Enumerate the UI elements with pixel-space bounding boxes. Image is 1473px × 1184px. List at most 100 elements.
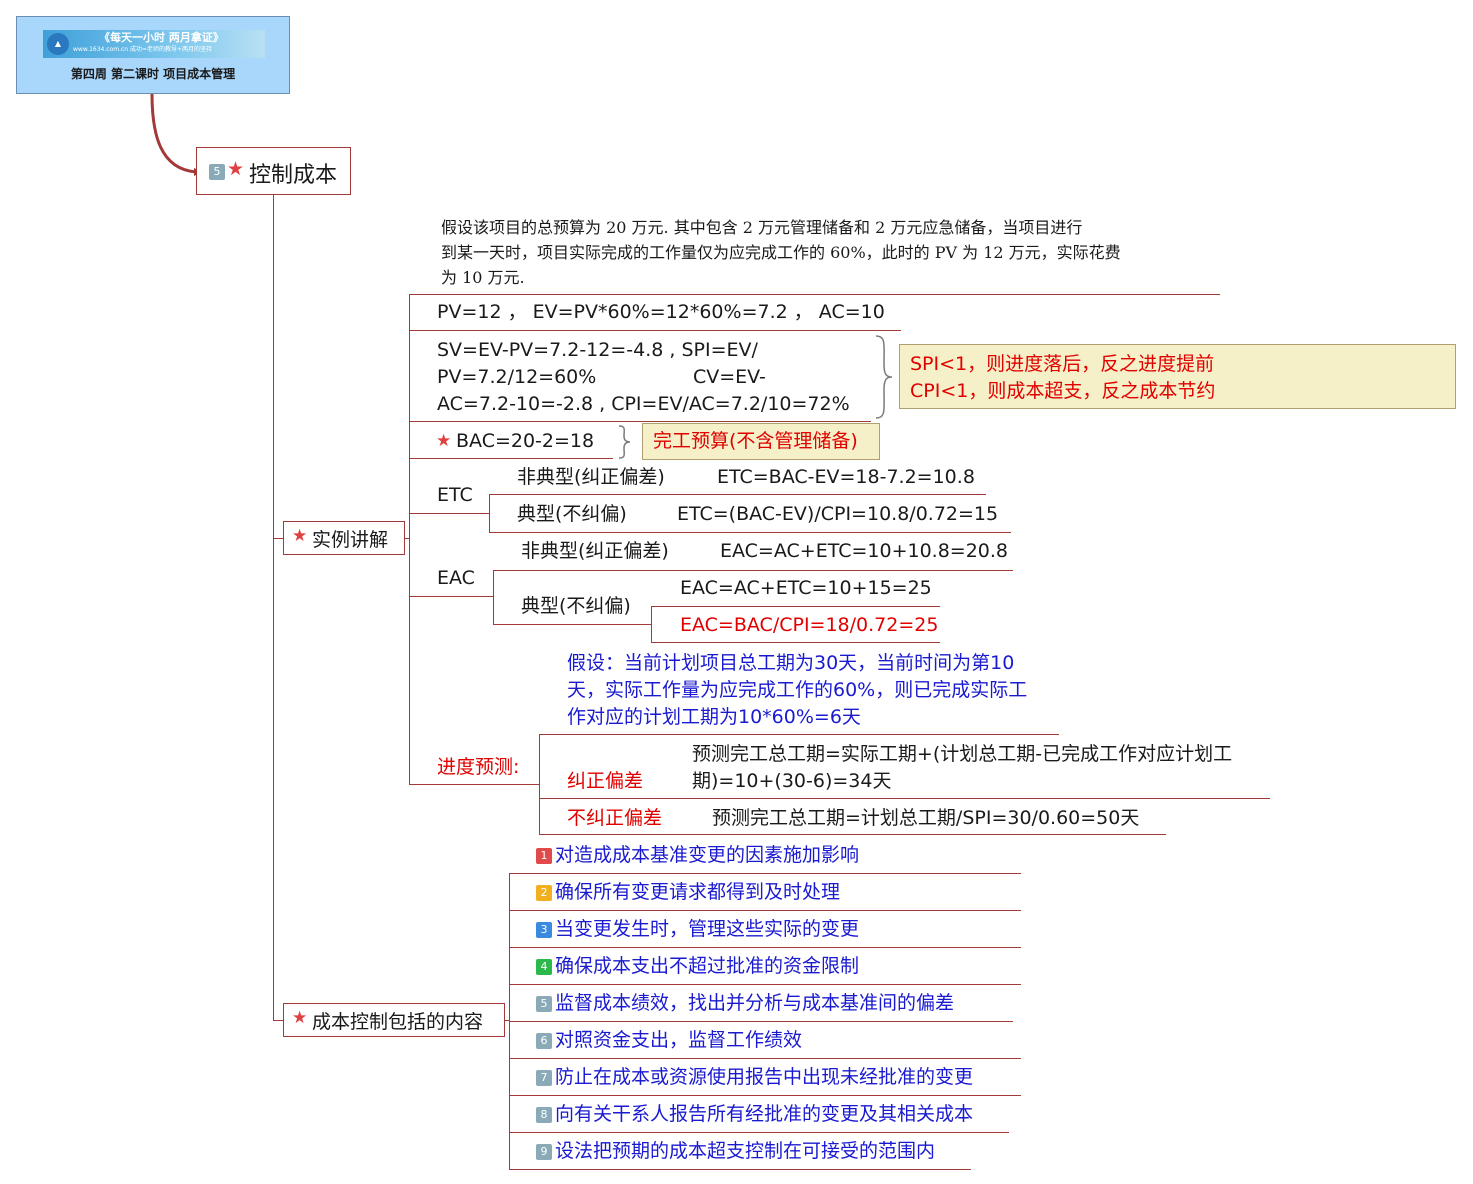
priority-6-icon: 6: [536, 1033, 552, 1049]
trunk-line: [273, 195, 274, 1021]
sv-line-1: SV=EV-PV=7.2-12=-4.8 , SPI=EV/: [437, 339, 758, 361]
banner-small-text: www.1634.com.cn 成功=老师的教导+两月的坚持: [73, 46, 213, 53]
schedule-branch-line: [539, 734, 540, 834]
content-item-text: 设法把预期的成本超支控制在可接受的范围内: [555, 1140, 936, 1162]
content-item-underline: [509, 984, 1021, 985]
content-item-text: 确保成本支出不超过批准的资金限制: [555, 955, 860, 977]
priority-9-icon: 9: [536, 1144, 552, 1160]
brace-sv: [875, 335, 893, 419]
sv-line-3: AC=7.2-10=-2.8 , CPI=EV/AC=7.2/10=72%: [437, 393, 850, 415]
intro-line-2: 到某一天时，项目实际完成的工作量仅为应完成工作的 60%，此时的 PV 为 12…: [441, 243, 1121, 262]
bac-note[interactable]: 完工预算(不含管理储备): [642, 423, 880, 460]
content-item-underline: [509, 873, 1021, 874]
header-node[interactable]: ▲ 《每天一小时 两月拿证》 www.1634.com.cn 成功=老师的教导+…: [16, 16, 290, 94]
eac-atypical-formula: EAC=AC+ETC=10+10.8=20.8: [720, 540, 1009, 562]
schedule-correct-label: 纠正偏差: [567, 770, 644, 792]
eac-underline: [409, 596, 493, 597]
priority-1-icon: 1: [536, 848, 552, 864]
contents-node[interactable]: ★ 成本控制包括的内容: [283, 1003, 505, 1037]
intro-line-3: 为 10 万元.: [441, 268, 525, 287]
content-item-text: 防止在成本或资源使用报告中出现未经批准的变更: [555, 1066, 974, 1088]
etc-typical-underline: [489, 532, 1011, 533]
etc-label: ETC: [437, 484, 473, 506]
main-node-control-cost[interactable]: 5 ★ 控制成本: [196, 147, 351, 195]
intro-line-1: 假设该项目的总预算为 20 万元. 其中包含 2 万元管理储备和 2 万元应急储…: [441, 218, 1083, 237]
eac-typical-formula-1: EAC=AC+ETC=10+15=25: [680, 577, 932, 599]
schedule-correct-line-2: 期)=10+(30-6)=34天: [692, 770, 892, 792]
pv-underline: [409, 330, 901, 331]
brace-bac: [618, 425, 631, 459]
bac-underline: [409, 458, 613, 459]
etc-branch-line: [489, 494, 490, 532]
content-item-underline: [509, 1021, 1013, 1022]
schedule-label: 进度预测:: [437, 756, 520, 778]
priority-2-icon: 2: [536, 885, 552, 901]
content-item-text: 当变更发生时，管理这些实际的变更: [555, 918, 860, 940]
example-branch-line: [409, 294, 410, 784]
schedule-underline: [409, 784, 539, 785]
eac-typical-formula-2-underline: [651, 642, 940, 643]
cpi-note: CPI<1，则成本超支，反之成本节约: [910, 380, 1216, 402]
content-item-text: 监督成本绩效，找出并分析与成本基准间的偏差: [555, 992, 955, 1014]
content-item-text: 确保所有变更请求都得到及时处理: [555, 881, 841, 903]
eac-atypical-label: 非典型(纠正偏差): [521, 540, 669, 562]
priority-7-icon: 7: [536, 1070, 552, 1086]
example-node[interactable]: ★ 实例讲解: [283, 521, 405, 555]
schedule-nocorrect-label: 不纠正偏差: [567, 807, 663, 829]
schedule-assumption-1: 假设：当前计划项目总工期为30天，当前时间为第10: [567, 652, 1015, 674]
pv-top-line: [409, 294, 1220, 295]
node-number-badge: 5: [209, 164, 225, 180]
star-icon: ★: [227, 158, 245, 180]
contents-label: 成本控制包括的内容: [312, 1011, 484, 1033]
eac-typical-branch: [651, 606, 652, 642]
sv-line-2: PV=7.2/12=60% CV=EV-: [437, 366, 766, 388]
priority-8-icon: 8: [536, 1107, 552, 1123]
eac-typical-underline: [493, 624, 651, 625]
eac-typical-formula-1-underline: [651, 606, 940, 607]
star-icon: ★: [436, 431, 452, 451]
content-item-underline: [509, 1058, 1021, 1059]
eac-atypical-underline: [493, 570, 1013, 571]
schedule-assumption-3: 作对应的计划工期为10*60%=6天: [567, 706, 861, 728]
spi-cpi-note[interactable]: SPI<1，则进度落后，反之进度提前 CPI<1，则成本超支，反之成本节约: [899, 344, 1456, 409]
trunk-branch-example: [273, 538, 283, 539]
banner-text: 《每天一小时 两月拿证》: [99, 31, 224, 44]
star-icon: ★: [292, 526, 308, 546]
eac-label: EAC: [437, 567, 475, 589]
etc-underline: [409, 513, 489, 514]
trunk-branch-contents: [273, 1020, 283, 1021]
schedule-nocorrect-formula: 预测完工总工期=计划总工期/SPI=30/0.60=50天: [712, 807, 1140, 829]
priority-4-icon: 4: [536, 959, 552, 975]
eac-typical-label: 典型(不纠偏): [521, 595, 631, 617]
priority-3-icon: 3: [536, 922, 552, 938]
content-item-text: 对造成成本基准变更的因素施加影响: [555, 844, 860, 866]
schedule-correct-line-1: 预测完工总工期=实际工期+(计划总工期-已完成工作对应计划工: [692, 743, 1233, 765]
content-item-text: 对照资金支出，监督工作绩效: [555, 1029, 803, 1051]
priority-5-icon: 5: [536, 996, 552, 1012]
bac-note-text: 完工预算(不含管理储备): [653, 430, 858, 452]
banner-logo-icon: ▲: [47, 33, 69, 55]
schedule-top-line: [539, 734, 1059, 735]
etc-atypical-top: [489, 494, 986, 495]
pv-formula: PV=12 ， EV=PV*60%=12*60%=7.2 ， AC=10: [437, 301, 885, 323]
content-item-text: 向有关干系人报告所有经批准的变更及其相关成本: [555, 1103, 974, 1125]
content-item-underline: [509, 910, 1021, 911]
etc-typical-formula: ETC=(BAC-EV)/CPI=10.8/0.72=15: [677, 503, 999, 525]
sv-underline: [409, 421, 871, 422]
etc-atypical-label: 非典型(纠正偏差): [517, 466, 665, 488]
content-item-underline: [509, 947, 1021, 948]
content-item-underline: [509, 1169, 971, 1170]
etc-atypical-formula: ETC=BAC-EV=18-7.2=10.8: [717, 466, 975, 488]
example-label: 实例讲解: [312, 529, 389, 551]
header-banner: ▲ 《每天一小时 两月拿证》 www.1634.com.cn 成功=老师的教导+…: [43, 30, 265, 58]
schedule-nocorrect-underline: [539, 834, 1166, 835]
